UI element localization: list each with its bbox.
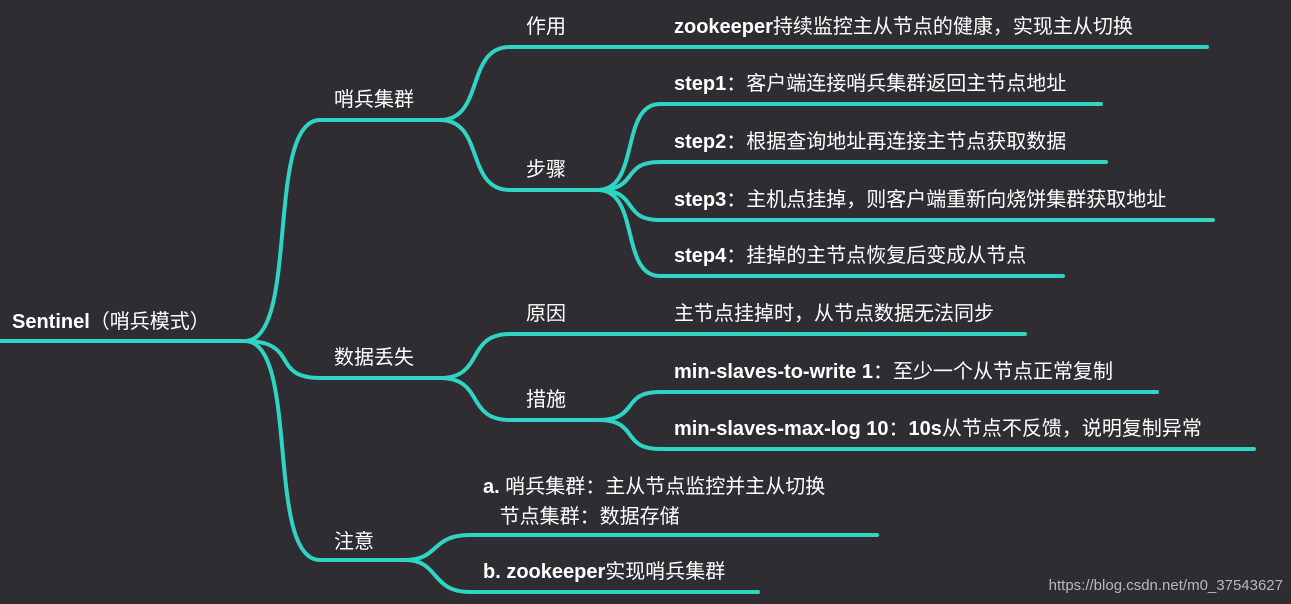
notice-item-a-line1: 哨兵集群：主从节点监控并主从切换 bbox=[499, 476, 826, 498]
step-item-3-key: step3 bbox=[674, 189, 727, 211]
root-node: Sentinel（哨兵模式） bbox=[12, 310, 210, 334]
step-item-2-text: ：根据查询地址再连接主节点获取数据 bbox=[726, 131, 1067, 153]
measure-item-2-key: min-slaves-max-log 10 bbox=[674, 418, 889, 440]
edge-root-notice bbox=[243, 339, 322, 562]
branch-notice: 注意 bbox=[334, 531, 374, 553]
step-item-3-text: ：主机点挂掉，则客户端重新向烧饼集群获取地址 bbox=[726, 189, 1167, 211]
measure-item-1-text: ：至少一个从节点正常复制 bbox=[872, 361, 1113, 383]
root-label: Sentinel bbox=[12, 311, 90, 333]
measure-item-2: min-slaves-max-log 10：10s从节点不反馈，说明复制异常 bbox=[674, 417, 1202, 441]
edge-steps-4 bbox=[596, 188, 662, 278]
branch-dataloss: 数据丢失 bbox=[334, 347, 414, 369]
notice-item-a-line2: 节点集群：数据存储 bbox=[483, 506, 680, 528]
role-detail-bold: zookeeper bbox=[674, 16, 773, 38]
role-detail-text: 持续监控主从节点的健康，实现主从切换 bbox=[772, 16, 1133, 38]
watermark: https://blog.csdn.net/m0_37543627 bbox=[1048, 577, 1283, 594]
edge-notice-b bbox=[403, 558, 472, 594]
cluster-role-label: 作用 bbox=[526, 16, 566, 38]
edge-steps-3 bbox=[596, 188, 662, 222]
step-item-4-key: step4 bbox=[674, 245, 727, 267]
notice-item-a: a. 哨兵集群：主从节点监控并主从切换 节点集群：数据存储 bbox=[483, 472, 825, 532]
step-item-1-text: ：客户端连接哨兵集群返回主节点地址 bbox=[726, 73, 1067, 95]
step-item-2-key: step2 bbox=[674, 131, 727, 153]
edge-root-dataloss bbox=[243, 339, 322, 380]
step-item-3: step3：主机点挂掉，则客户端重新向烧饼集群获取地址 bbox=[674, 188, 1166, 212]
dataloss-cause-label: 原因 bbox=[526, 303, 566, 325]
step-item-4: step4：挂掉的主节点恢复后变成从节点 bbox=[674, 244, 1026, 268]
dataloss-cause-detail: 主节点挂掉时，从节点数据无法同步 bbox=[674, 303, 994, 325]
notice-item-b-prefix: b. zookeeper bbox=[483, 561, 606, 583]
notice-item-b: b. zookeeper实现哨兵集群 bbox=[483, 560, 725, 584]
branch-cluster: 哨兵集群 bbox=[334, 89, 414, 111]
measure-item-1: min-slaves-to-write 1：至少一个从节点正常复制 bbox=[674, 360, 1113, 384]
measure-item-2-text: 从节点不反馈，说明复制异常 bbox=[941, 418, 1202, 440]
root-suffix: （哨兵模式） bbox=[89, 311, 210, 333]
edge-cluster-steps bbox=[438, 118, 512, 192]
edge-dataloss-measures bbox=[438, 376, 512, 422]
cluster-steps-label: 步骤 bbox=[526, 159, 566, 181]
edge-notice-a bbox=[403, 533, 472, 562]
step-item-1-key: step1 bbox=[674, 73, 727, 95]
step-item-2: step2：根据查询地址再连接主节点获取数据 bbox=[674, 130, 1066, 154]
edge-steps-1 bbox=[596, 102, 662, 192]
measure-item-2-sep: ： bbox=[888, 418, 909, 440]
measure-item-1-key: min-slaves-to-write 1 bbox=[674, 361, 873, 383]
dataloss-measures-label: 措施 bbox=[526, 389, 566, 411]
measure-item-2-key2: 10s bbox=[908, 418, 942, 440]
notice-item-a-prefix: a. bbox=[483, 476, 500, 498]
cluster-role-detail: zookeeper持续监控主从节点的健康，实现主从切换 bbox=[674, 15, 1133, 39]
notice-item-b-text: 实现哨兵集群 bbox=[605, 561, 726, 583]
edge-root-cluster bbox=[243, 118, 322, 343]
edge-dataloss-cause bbox=[438, 332, 512, 380]
edge-measures-1 bbox=[596, 390, 662, 422]
edge-measures-2 bbox=[596, 418, 662, 451]
step-item-1: step1：客户端连接哨兵集群返回主节点地址 bbox=[674, 72, 1066, 96]
edge-cluster-role bbox=[438, 45, 512, 122]
step-item-4-text: ：挂掉的主节点恢复后变成从节点 bbox=[726, 245, 1027, 267]
edge-steps-2 bbox=[596, 160, 662, 192]
